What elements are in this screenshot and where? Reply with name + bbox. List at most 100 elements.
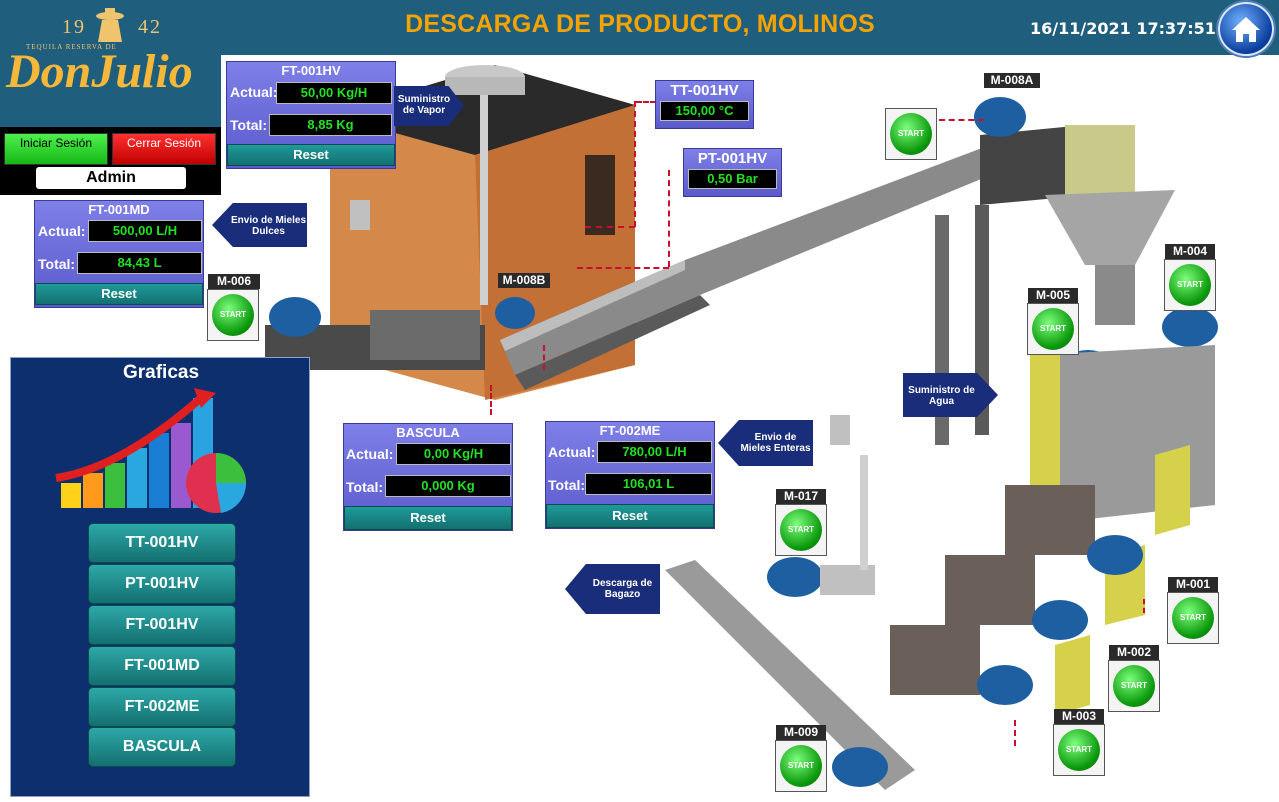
ft002me-actual-label: Actual: <box>548 444 596 460</box>
m001-start-button[interactable]: START <box>1167 592 1219 644</box>
bascula-connector <box>490 385 492 415</box>
vapor-arrow: Suministro de Vapor <box>394 86 464 126</box>
tt-connector-h <box>585 226 635 228</box>
tt001hv-tag: TT-001HV 150,00 °C <box>655 80 754 129</box>
current-user: Admin <box>36 167 186 189</box>
ft001hv-total-label: Total: <box>230 117 268 133</box>
ft002me-actual-value: 780,00 L/H <box>597 441 712 463</box>
m017-start-button[interactable]: START <box>775 504 827 556</box>
page-title: DESCARGA DE PRODUCTO, MOLINOS <box>405 10 875 38</box>
water-pipe <box>860 455 868 570</box>
grafica-ft001hv-button[interactable]: FT-001HV <box>88 605 236 645</box>
start-label: START <box>1172 597 1214 639</box>
pt001hv-title: PT-001HV <box>697 150 768 167</box>
ft001hv-reset-button[interactable]: Reset <box>227 144 395 166</box>
m008a-start-button[interactable]: START <box>885 108 937 160</box>
bascula-total-value: 0,000 Kg <box>385 475 511 497</box>
ft002me-title: FT-002ME <box>599 423 661 438</box>
bascula-panel: BASCULA Actual: 0,00 Kg/H Total: 0,000 K… <box>343 423 513 531</box>
grafica-ft002me-button[interactable]: FT-002ME <box>88 687 236 727</box>
m008a-connector <box>939 119 984 121</box>
m003-connector <box>1014 720 1016 746</box>
pt001hv-tag: PT-001HV 0,50 Bar <box>683 148 782 197</box>
grafica-pt001hv-button[interactable]: PT-001HV <box>88 564 236 604</box>
m006-label: M-006 <box>208 274 260 289</box>
m004-label: M-004 <box>1165 244 1215 259</box>
m003-start-button[interactable]: START <box>1053 724 1105 776</box>
bascula-actual-label: Actual: <box>346 446 394 462</box>
bascula-reset-button[interactable]: Reset <box>344 506 512 530</box>
start-label: START <box>1032 308 1074 350</box>
logo-year-right: 42 <box>138 16 162 38</box>
m009-label: M-009 <box>776 725 826 740</box>
m008b-label: M-008B <box>498 273 550 288</box>
oven-door <box>585 155 615 235</box>
ft001hv-title: FT-001HV <box>281 63 341 78</box>
mill-1 <box>1005 485 1095 555</box>
ft001md-total-label: Total: <box>38 256 76 272</box>
steam-pipe <box>480 95 488 305</box>
start-label: START <box>1169 264 1211 306</box>
m001-connector <box>1143 599 1145 613</box>
m003-motor <box>977 665 1033 705</box>
tt-connector <box>636 101 656 103</box>
m001-motor <box>1087 535 1143 575</box>
tt001hv-value: 150,00 °C <box>660 101 749 121</box>
start-label: START <box>890 113 932 155</box>
grafica-ft001md-button[interactable]: FT-001MD <box>88 646 236 686</box>
login-button[interactable]: Iniciar Sesión <box>4 133 108 165</box>
mill-2 <box>945 555 1035 625</box>
m001-label: M-001 <box>1168 577 1218 592</box>
m006-start-button[interactable]: START <box>207 289 259 341</box>
top-structure <box>980 125 1090 205</box>
logout-button[interactable]: Cerrar Sesión <box>112 133 216 165</box>
ft001md-total-value: 84,43 L <box>77 252 202 274</box>
mieles-dulces-arrow: Envio de Mieles Dulces <box>212 203 307 247</box>
m009-start-button[interactable]: START <box>775 740 827 792</box>
bagazo-arrow: Descarga de Bagazo <box>565 564 660 614</box>
m008b-connector <box>543 345 545 370</box>
ft002me-panel: FT-002ME Actual: 780,00 L/H Total: 106,0… <box>545 421 715 529</box>
m002-start-button[interactable]: START <box>1108 660 1160 712</box>
m005-start-button[interactable]: START <box>1027 303 1079 355</box>
ft001hv-total-value: 8,85 Kg <box>269 114 392 136</box>
m004-start-button[interactable]: START <box>1164 259 1216 311</box>
graficas-panel: Graficas TT-001HV PT-001HV FT-001HV FT-0… <box>10 357 310 797</box>
mieles-enteras-arrow: Envio de Mieles Enteras <box>718 420 813 466</box>
ft001hv-panel: FT-001HV Actual: 50,00 Kg/H Total: 8,85 … <box>226 61 396 169</box>
pt-connector-h <box>577 267 669 269</box>
start-label: START <box>780 509 822 551</box>
pt-connector <box>668 170 670 267</box>
bascula-title: BASCULA <box>396 425 460 440</box>
bagazo-conveyor <box>665 560 915 790</box>
start-label: START <box>1058 729 1100 771</box>
datetime-display: 16/11/2021 17:37:51 <box>1030 19 1216 38</box>
logo-year-left: 19 <box>62 16 86 38</box>
start-label: START <box>780 745 822 787</box>
agua-arrow: Suministro de Agua <box>903 373 998 417</box>
m008b-motor <box>495 297 535 329</box>
home-button[interactable] <box>1218 2 1274 56</box>
control-box <box>1065 125 1135 195</box>
logo-name: DonJulio <box>6 45 193 98</box>
start-label: START <box>1113 665 1155 707</box>
home-icon <box>1232 17 1260 42</box>
start-label: START <box>212 294 254 336</box>
ft001md-actual-value: 500,00 L/H <box>88 220 202 242</box>
plant-diagram <box>265 65 1218 790</box>
ft002me-reset-button[interactable]: Reset <box>546 504 714 528</box>
m003-label: M-003 <box>1054 709 1104 724</box>
ft002me-total-value: 106,01 L <box>585 473 712 495</box>
ft001md-sensor <box>350 200 370 230</box>
grafica-bascula-button[interactable]: BASCULA <box>88 727 236 767</box>
grafica-tt001hv-button[interactable]: TT-001HV <box>88 523 236 563</box>
ft001hv-actual-value: 50,00 Kg/H <box>276 82 392 104</box>
ft001hv-actual-label: Actual: <box>230 84 278 100</box>
tt-connector-v <box>634 101 636 227</box>
tt001hv-title: TT-001HV <box>670 82 739 99</box>
ft001md-reset-button[interactable]: Reset <box>35 283 203 305</box>
mill-3 <box>890 625 980 695</box>
ft001md-actual-label: Actual: <box>38 223 86 239</box>
hopper <box>1045 190 1175 265</box>
ft002me-total-label: Total: <box>548 477 586 493</box>
